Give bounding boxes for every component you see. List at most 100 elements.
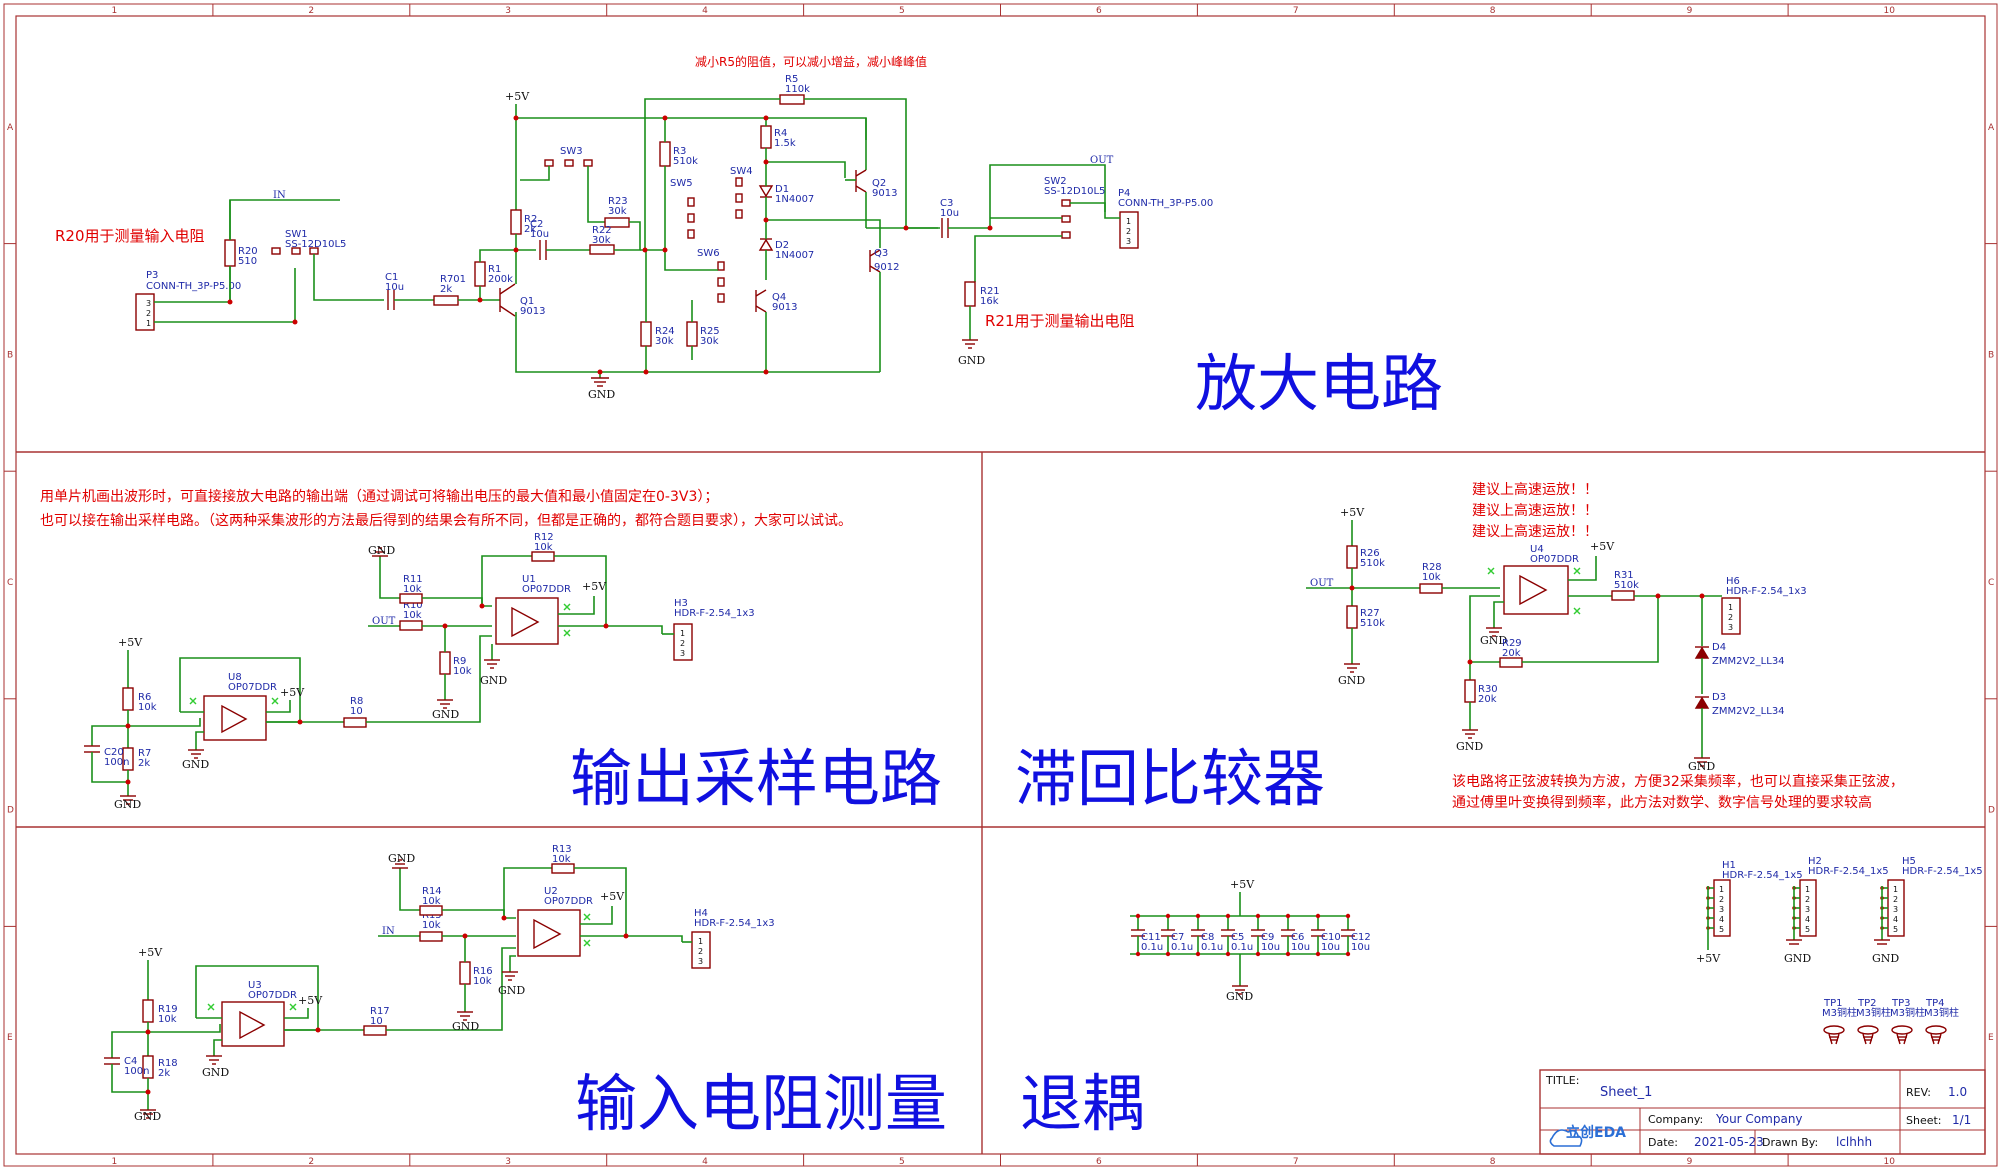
gnd-symbol — [591, 377, 609, 387]
svg-text:R23: R23 — [608, 196, 628, 207]
resistor-r24[interactable]: R24 30k — [640, 321, 675, 347]
svg-text:H4: H4 — [694, 908, 708, 919]
capacitor-c8[interactable]: C80.1u — [1191, 913, 1223, 957]
svg-text:H1: H1 — [1722, 860, 1736, 871]
svg-text:U4: U4 — [1530, 544, 1544, 555]
resistor-r21[interactable]: R21 16k — [964, 281, 1000, 307]
header-h3[interactable]: 123 H3 HDR-F-2.54_1x3 — [673, 598, 755, 661]
resistor-r28[interactable]: R28 10k — [1419, 562, 1443, 594]
resistor-r1[interactable]: R1 200k — [474, 261, 513, 287]
resistor-r16[interactable]: R16 10k — [459, 961, 493, 987]
opamp-u2[interactable]: U2 OP07DDR — [517, 886, 593, 957]
rev-label: REV: — [1906, 1086, 1931, 1099]
resistor-r6[interactable]: R6 10k — [122, 687, 157, 713]
svg-text:10k: 10k — [403, 610, 422, 621]
svg-text:30k: 30k — [592, 235, 611, 246]
connector-p3[interactable]: 321 P3 CONN-TH_3P-P5.00 — [135, 270, 241, 331]
resistor-r13[interactable]: R13 10k — [551, 844, 575, 874]
transistor-q3[interactable]: Q3 9012 — [869, 248, 899, 273]
resistor-r12[interactable]: R12 10k — [531, 532, 555, 562]
header-h4[interactable]: 123 H4 HDR-F-2.54_1x3 — [691, 908, 775, 969]
resistor-r3[interactable]: R3 510k — [659, 141, 698, 167]
diode-d2[interactable]: D2 1N4007 — [758, 238, 814, 261]
svg-text:SW3: SW3 — [560, 146, 583, 157]
capacitor-c20[interactable]: C20 100n — [84, 745, 129, 768]
grid-col-label: 3 — [505, 1157, 511, 1167]
capacitor-c2[interactable]: C2 10u — [530, 219, 549, 260]
svg-text:3: 3 — [1728, 623, 1733, 632]
svg-text:1: 1 — [1126, 217, 1131, 226]
zener-d4[interactable]: D4 ZMM2V2_LL34 — [1694, 642, 1785, 667]
transistor-q1[interactable]: Q1 9013 — [499, 283, 545, 317]
capacitor-c5[interactable]: C50.1u — [1221, 913, 1253, 957]
svg-text:SW2: SW2 — [1044, 176, 1067, 187]
resistor-r29[interactable]: R29 20k — [1499, 638, 1523, 668]
svg-text:+5V: +5V — [118, 636, 143, 649]
resistor-r25[interactable]: R25 30k — [686, 321, 720, 347]
svg-text:510: 510 — [238, 256, 257, 267]
header-h6[interactable]: 123 H6 HDR-F-2.54_1x3 — [1721, 576, 1807, 635]
capacitor-c7[interactable]: C70.1u — [1161, 913, 1193, 957]
transistor-q4[interactable]: Q4 9013 — [755, 289, 797, 313]
note-opamp-2: 建议上高速运放！！ — [1472, 502, 1598, 519]
resistor-r8[interactable]: R8 10 — [343, 696, 367, 728]
svg-text:10u: 10u — [1351, 942, 1370, 953]
svg-text:R16: R16 — [473, 966, 493, 977]
header-pin-number: 5 — [1805, 925, 1810, 934]
switch-sw2[interactable]: SW2 SS-12D10L5 — [1044, 176, 1105, 239]
diode-d1[interactable]: D1 1N4007 — [758, 184, 814, 205]
svg-text:R11: R11 — [403, 574, 423, 585]
svg-text:H6: H6 — [1726, 576, 1740, 587]
resistor-r27[interactable]: R27 510k — [1346, 605, 1385, 629]
switch-sw3[interactable]: SW3 — [544, 146, 593, 167]
header-pin-number: 5 — [1893, 925, 1898, 934]
resistor-r22[interactable]: R22 30k — [589, 225, 615, 255]
svg-text:R28: R28 — [1422, 562, 1442, 573]
switch-sw6[interactable]: SW6 — [697, 248, 725, 303]
header-h5[interactable]: H5 HDR-F-2.54_1x5 — [1887, 856, 1983, 937]
resistor-r17[interactable]: R17 10 — [363, 1006, 390, 1036]
grid-col-label: 6 — [1096, 6, 1102, 16]
resistor-r26[interactable]: R26 510k — [1346, 545, 1385, 569]
opamp-u8[interactable]: U8 OP07DDR — [203, 672, 277, 741]
gnd-symbol — [1694, 757, 1710, 767]
resistor-r4[interactable]: R4 1.5k — [760, 125, 796, 149]
capacitor-c3[interactable]: C3 10u — [940, 198, 959, 238]
resistor-r23[interactable]: R23 30k — [604, 196, 630, 228]
transistor-q2[interactable]: Q2 9013 — [855, 169, 897, 199]
svg-text:R4: R4 — [774, 128, 787, 139]
header-h2[interactable]: H2 HDR-F-2.54_1x5 — [1799, 856, 1889, 937]
opamp-u1[interactable]: U1 OP07DDR — [495, 574, 571, 645]
resistor-r30[interactable]: R30 20k — [1464, 679, 1498, 705]
svg-text:R25: R25 — [700, 326, 720, 337]
resistor-r9[interactable]: R9 10k — [439, 651, 472, 677]
amp-vcc-label: +5V — [505, 90, 530, 103]
switch-sw5[interactable]: SW5 — [670, 178, 695, 239]
resistor-r11[interactable]: R11 10k — [399, 574, 423, 604]
capacitor-c1[interactable]: C1 10u — [385, 272, 404, 310]
switch-sw4[interactable]: SW4 — [730, 166, 753, 219]
connector-p4[interactable]: 123 P4 CONN-TH_3P-P5.00 — [1118, 188, 1213, 249]
switch-sw1[interactable]: SW1 SS-12D10L5 — [271, 229, 346, 255]
resistor-r14[interactable]: R14 10k — [419, 886, 443, 916]
header-h1[interactable]: H1 HDR-F-2.54_1x5 — [1713, 860, 1803, 937]
grid-row-label: A — [7, 123, 14, 133]
zener-d3[interactable]: D3 ZMM2V2_LL34 — [1694, 692, 1785, 717]
opamp-u4[interactable]: U4 OP07DDR — [1503, 544, 1579, 615]
resistor-r10[interactable]: R10 10k — [399, 600, 423, 631]
opamp-u3[interactable]: U3 OP07DDR — [221, 980, 297, 1047]
note-opamp-1: 建议上高速运放！！ — [1472, 481, 1598, 498]
resistor-r19[interactable]: R19 10k — [142, 999, 178, 1025]
resistor-r20[interactable]: R20 510 — [224, 239, 258, 267]
svg-text:+5V: +5V — [582, 580, 607, 593]
